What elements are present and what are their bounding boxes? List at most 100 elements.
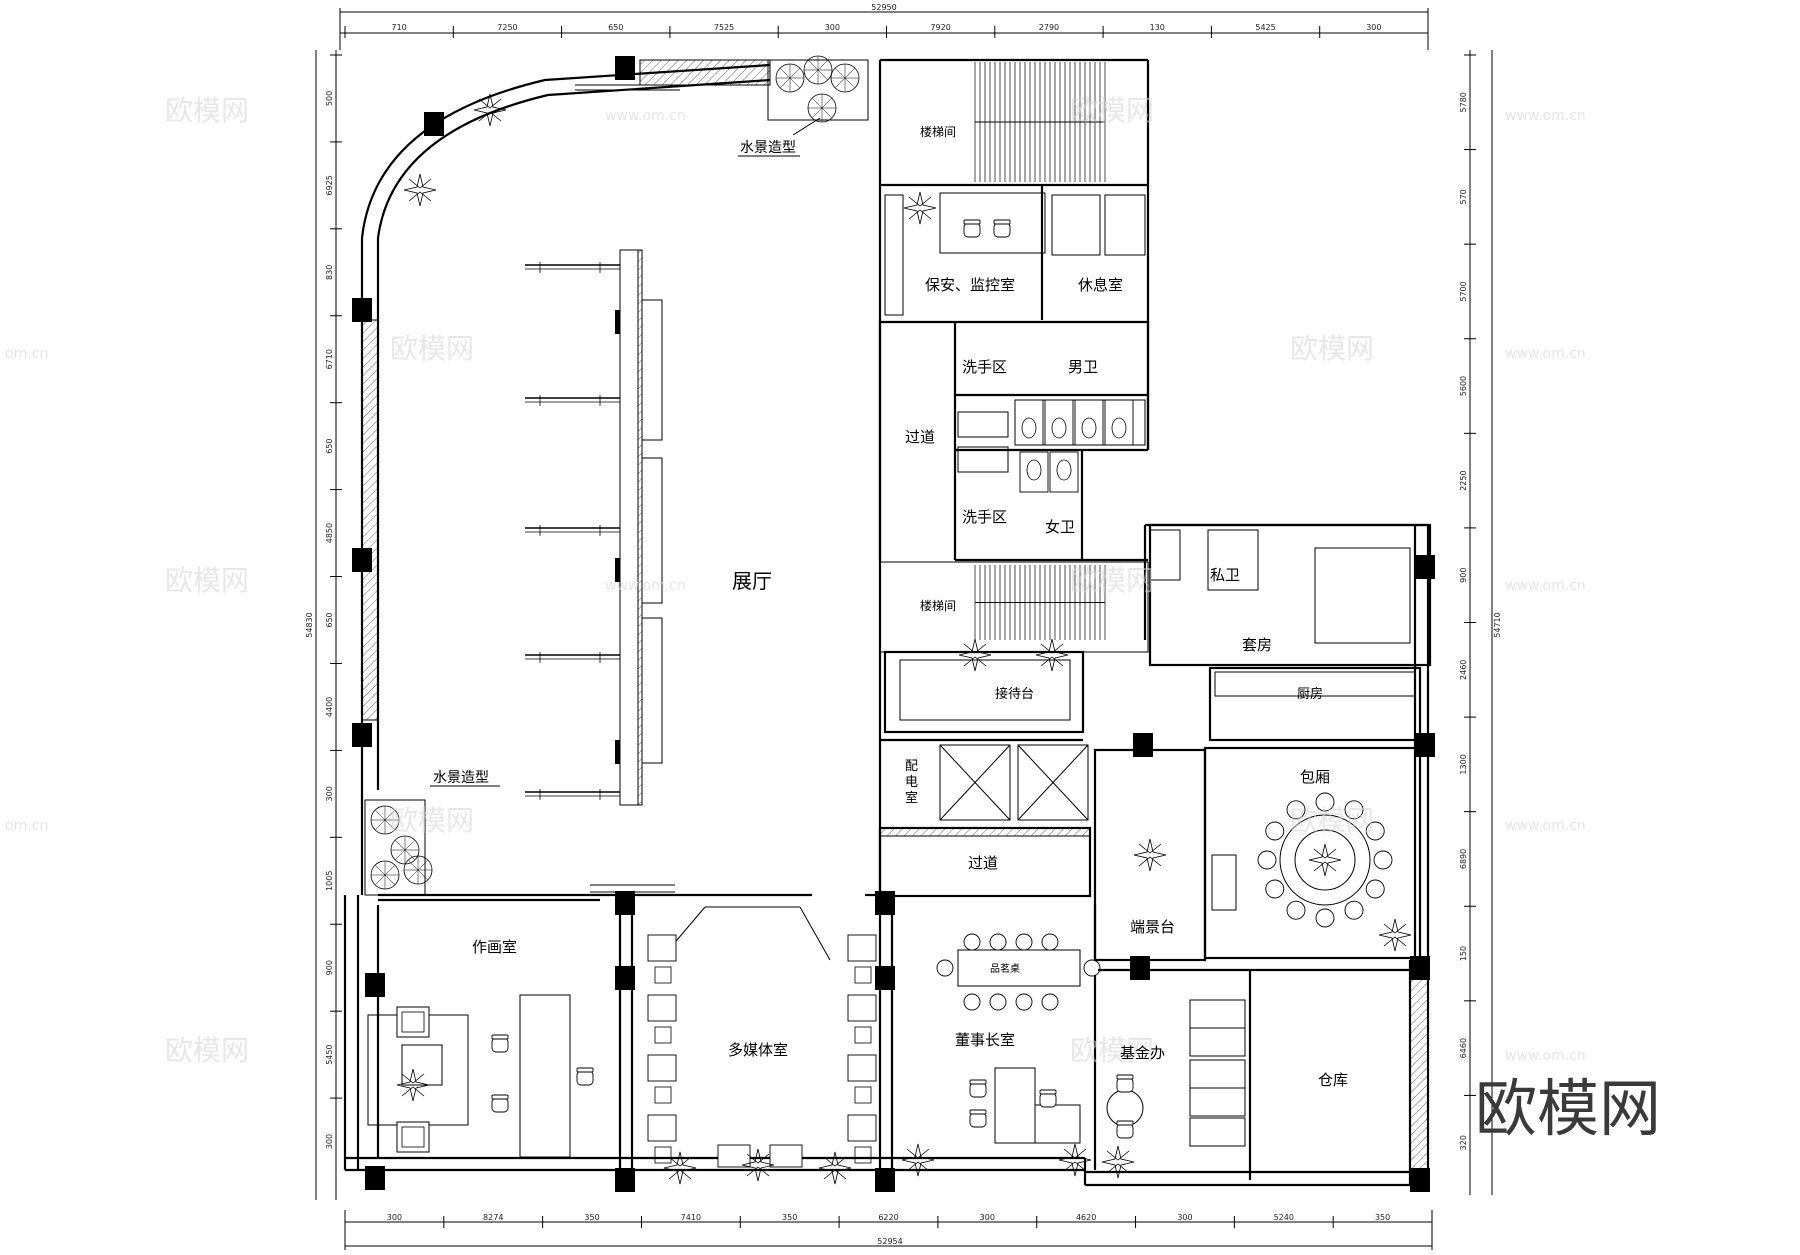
label-wash-bottom: 洗手区 — [962, 508, 1007, 526]
dim-segment-label: 300 — [387, 1213, 402, 1222]
label-stair-mid: 楼梯间 — [920, 598, 956, 613]
dimension-right: 5780 570 5700 5600 2250 900 2460 1300 6890 150 646… — [1459, 50, 1493, 1195]
dim-top-total: 52950 — [871, 3, 896, 12]
label-corridor-top: 过道 — [905, 428, 935, 446]
watermark-text: 欧模网 — [1070, 564, 1154, 597]
watermark-text: 欧模网 — [390, 332, 474, 365]
watermark-url: www.om.cn — [1505, 818, 1586, 834]
dim-segment-label: 5240 — [1274, 1213, 1294, 1222]
dim-segment-label: 7250 — [497, 23, 517, 32]
dim-segment-label: 300 — [980, 1213, 995, 1222]
dim-segment-label: 300 — [1177, 1213, 1192, 1222]
watermarks: 欧模网 欧模网 欧模网 欧模网 欧模网 欧模网 欧模网 欧模网 欧模网 欧模网 … — [5, 94, 1586, 1067]
label-chairman: 董事长室 — [955, 1031, 1015, 1049]
label-mens: 男卫 — [1068, 358, 1098, 376]
room-labels: 展厅 楼梯间 保安、监控室 休息室 洗手区 男卫 过道 洗手区 女卫 楼梯间 私… — [430, 124, 1348, 1089]
dim-segment-label: 2790 — [1039, 23, 1059, 32]
watermark-text: 欧模网 — [390, 804, 474, 837]
dim-segment-label: 7920 — [930, 23, 950, 32]
dim-left-total: 54830 — [305, 612, 314, 637]
label-womens: 女卫 — [1045, 518, 1075, 536]
dim-segment-label: 8274 — [483, 1213, 503, 1222]
label-reception: 接待台 — [995, 686, 1034, 702]
dim-segment-label: 350 — [782, 1213, 797, 1222]
water-feature-bottom — [364, 799, 433, 896]
dim-segment-label: 500 — [325, 91, 334, 106]
label-water-feature-bottom: 水景造型 — [433, 770, 489, 786]
dim-segment-label: 350 — [584, 1213, 599, 1222]
label-stair-top: 楼梯间 — [920, 124, 956, 139]
label-power-room: 配电室 — [905, 759, 918, 806]
dim-segment-label: 570 — [1459, 189, 1468, 204]
dim-segment-label: 130 — [1150, 23, 1165, 32]
dim-segment-label: 150 — [1459, 946, 1468, 961]
label-rest: 休息室 — [1078, 276, 1123, 294]
dimension-left: 500 6925 830 6710 650 4850 650 4400 300 1005 900 54… — [315, 50, 342, 1200]
watermark-url: www.om.cn — [1505, 108, 1586, 124]
label-media: 多媒体室 — [728, 1041, 788, 1059]
dim-segment-label: 5450 — [325, 1044, 334, 1064]
label-security: 保安、监控室 — [925, 276, 1015, 294]
label-fund-office: 基金办 — [1120, 1044, 1165, 1062]
label-tea-table: 品茗桌 — [990, 962, 1020, 975]
dim-segment-label: 4620 — [1076, 1213, 1096, 1222]
dim-segment-label: 320 — [1459, 1135, 1468, 1150]
dim-segment-label: 6890 — [1459, 849, 1468, 869]
watermark-text: 欧模网 — [165, 564, 249, 597]
watermark-text: 欧模网 — [165, 1034, 249, 1067]
dim-segment-label: 1300 — [1459, 754, 1468, 774]
dim-segment-label: 650 — [608, 23, 623, 32]
exterior-walls — [343, 58, 1430, 1187]
watermark-url: www.om.cn — [1505, 346, 1586, 362]
watermark-url-partial: om.cn — [5, 346, 48, 362]
label-private-dining: 包厢 — [1300, 768, 1330, 786]
dim-segment-label: 650 — [325, 439, 334, 454]
display-rails — [525, 262, 620, 800]
dim-segment-label: 900 — [1459, 568, 1468, 583]
watermark-text: 欧模网 — [1070, 1034, 1154, 1067]
dim-segment-label: 300 — [325, 786, 334, 801]
dim-segment-label: 6925 — [325, 175, 334, 195]
watermark-text: 欧模网 — [165, 94, 249, 127]
water-feature-top — [403, 55, 869, 207]
dim-segment-label: 2250 — [1459, 470, 1468, 490]
label-studio: 作画室 — [472, 938, 517, 956]
dim-segment-label: 300 — [1366, 23, 1381, 32]
dim-segment-label: 6710 — [325, 349, 334, 369]
dim-segment-label: 710 — [392, 23, 407, 32]
dim-segment-label: 7410 — [681, 1213, 701, 1222]
dim-segment-label: 6460 — [1459, 1038, 1468, 1058]
watermark-url: www.om.cn — [1505, 578, 1586, 594]
dim-segment-label: 900 — [325, 960, 334, 975]
dim-segment-label: 5780 — [1459, 92, 1468, 112]
label-feature-stage: 端景台 — [1130, 918, 1175, 936]
dim-segment-label: 830 — [325, 265, 334, 280]
label-suite: 套房 — [1242, 636, 1272, 654]
label-kitchen: 厨房 — [1297, 686, 1323, 702]
service-block — [878, 59, 1432, 962]
watermark-url-partial: om.cn — [5, 818, 48, 834]
dim-segment-label: 1005 — [325, 871, 334, 891]
dim-segment-label: 300 — [325, 1134, 334, 1149]
dim-segment-label: 4400 — [325, 697, 334, 717]
dim-bottom-total: 52954 — [877, 1237, 902, 1246]
dim-right-total: 54710 — [1493, 612, 1502, 637]
label-warehouse: 仓库 — [1318, 1071, 1348, 1089]
label-exhibition-hall: 展厅 — [732, 569, 772, 593]
watermark-url: www.om.cn — [605, 108, 686, 124]
dim-segment-label: 2460 — [1459, 660, 1468, 680]
watermark-url: www.om.cn — [605, 578, 686, 594]
dim-segment-label: 4850 — [325, 523, 334, 543]
watermark-text: 欧模网 — [1290, 804, 1374, 837]
dim-segment-label: 650 — [325, 612, 334, 627]
label-water-feature-top: 水景造型 — [740, 140, 796, 156]
dim-segment-label: 5600 — [1459, 376, 1468, 396]
dim-segment-label: 5700 — [1459, 281, 1468, 301]
structural-columns — [352, 56, 1435, 1192]
watermark-text: 欧模网 — [1290, 332, 1374, 365]
label-corridor-mid: 过道 — [968, 854, 998, 872]
watermark-text: 欧模网 — [1070, 94, 1154, 127]
